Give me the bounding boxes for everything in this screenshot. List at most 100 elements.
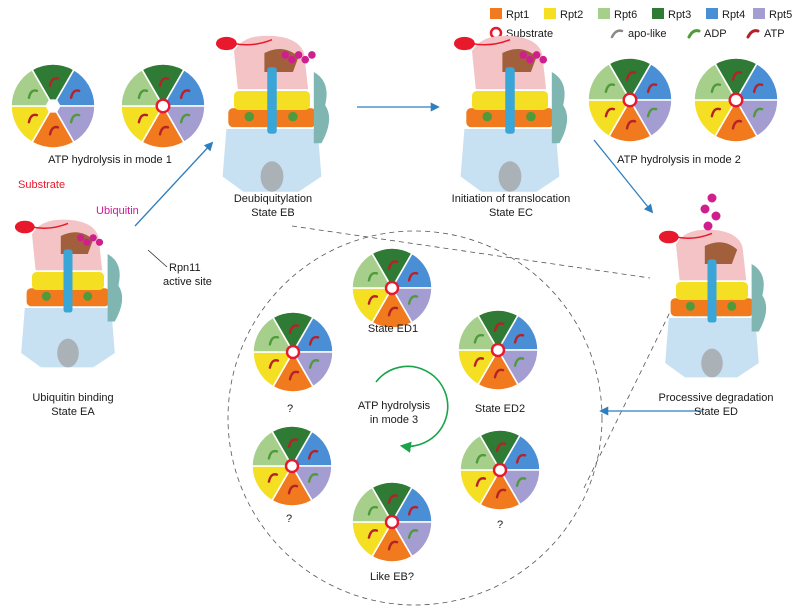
complex-state-ec: [453, 35, 568, 192]
atp-icon: [137, 113, 149, 124]
rpn-subunit: [313, 72, 330, 144]
legend-swatch-rpt1: [490, 8, 502, 19]
ring-like-eb: [351, 481, 433, 563]
label-ea-state: State EA: [51, 406, 95, 418]
substrate-blob: [658, 230, 679, 244]
atp-icon: [387, 306, 399, 317]
label-question-left-top: ?: [287, 403, 293, 415]
zoom-connector-top: [291, 225, 651, 279]
adp-icon: [604, 83, 616, 94]
process-arrows: [134, 102, 702, 416]
adp-icon: [407, 529, 419, 539]
substrate-ring-icon: [155, 98, 171, 114]
atp-icon: [288, 370, 300, 381]
legend-label-apo: apo-like: [628, 28, 667, 40]
label-state-ed1: State ED1: [368, 323, 418, 335]
atp-icon: [387, 540, 399, 551]
adp-icon: [367, 271, 379, 282]
ubiquitin-bead: [301, 55, 310, 64]
ubiquitin-bead: [707, 193, 717, 203]
ubiquitin-bead: [89, 234, 97, 242]
adp-icon: [308, 359, 320, 369]
ubiquitin-bead: [703, 221, 713, 231]
atp-icon: [367, 529, 379, 539]
legend-swatch-rpt6: [598, 8, 610, 19]
atp-icon: [308, 335, 320, 346]
adp-icon: [69, 113, 81, 124]
substrate-chain: [31, 222, 69, 229]
adp-icon: [267, 449, 279, 460]
ubiquitin-bead: [83, 238, 91, 246]
substrate-blob: [215, 36, 237, 51]
central-channel: [707, 259, 717, 323]
core-particle: [665, 318, 759, 378]
subunit-rpt6: [351, 486, 390, 523]
arrow-ec-to-ed: [593, 139, 654, 214]
core-particle: [21, 308, 115, 368]
atp-icon: [387, 494, 399, 504]
mode3-cycle-circle: [227, 230, 603, 606]
arrow-ea-to-eb: [134, 141, 214, 227]
atp-icon: [69, 89, 81, 100]
legend-swatch-rpt5: [753, 8, 765, 19]
nucleotide-marker: [244, 111, 254, 122]
ring-mode2-a: [587, 57, 673, 143]
core-particle: [222, 129, 322, 192]
rpn-subunit: [551, 72, 568, 144]
atp-icon: [307, 449, 319, 460]
substrate-ring-icon: [284, 458, 300, 474]
adp-icon: [710, 83, 722, 94]
legend-label-rpt6: Rpt6: [614, 9, 637, 21]
nucleotide-marker: [526, 111, 536, 122]
complex-state-eb: [215, 35, 330, 192]
substrate-chain: [233, 39, 273, 46]
adp-icon: [515, 477, 527, 487]
adp-icon: [646, 107, 658, 118]
atp-icon: [513, 333, 525, 344]
ring-question-left-bottom: [251, 425, 333, 507]
atp-icon: [493, 368, 505, 379]
rpn11-domain: [502, 49, 537, 72]
ubiquitin-bead: [519, 51, 528, 59]
adp-icon: [307, 473, 319, 483]
rpn-subunit: [107, 254, 123, 322]
atp-icon: [267, 473, 279, 483]
ubiquitin-bead: [711, 211, 721, 221]
atp-icon: [48, 77, 60, 87]
legend-swatch-rpt2: [544, 8, 556, 19]
legend-label-rpt4: Rpt4: [722, 9, 745, 21]
legend-label-atp: ATP: [764, 28, 785, 40]
atp-icon: [27, 113, 39, 124]
legend-swatch-rpt4: [706, 8, 718, 19]
label-eb-title: Deubiquitylation: [234, 193, 312, 205]
atp-icon: [407, 271, 419, 282]
legend-label-rpt2: Rpt2: [560, 9, 583, 21]
ubiquitin-bead: [526, 55, 534, 64]
nucleotide-marker: [685, 301, 695, 311]
rpn11-domain: [704, 242, 738, 264]
proteasome-complexes: [14, 35, 767, 378]
central-channel: [63, 249, 73, 313]
atp-icon: [367, 295, 379, 305]
ubiquitin-bead: [281, 51, 290, 59]
label-state-ed2: State ED2: [475, 403, 525, 415]
atp-icon: [604, 107, 616, 118]
label-ed-title: Processive degradation: [659, 392, 774, 404]
central-pore: [47, 100, 59, 112]
legend: Rpt1 Rpt2 Rpt6 Rpt3 Rpt4 Rpt5 Substrate …: [489, 8, 792, 40]
label-mode3-line1: ATP hydrolysis: [358, 400, 431, 412]
ring-mode1-b: [120, 63, 206, 149]
label-ed-state: State ED: [694, 406, 738, 418]
label-mode1: ATP hydrolysis in mode 1: [48, 154, 172, 166]
atp-icon: [387, 260, 399, 270]
adp-icon: [179, 113, 191, 124]
legend-label-rpt1: Rpt1: [506, 9, 529, 21]
label-ec-state: State EC: [489, 207, 533, 219]
adp-icon: [687, 29, 701, 39]
subunit-rpt6: [693, 62, 734, 101]
subunit-rpt6: [457, 314, 496, 351]
label-question-right: ?: [497, 519, 503, 531]
atp-icon: [48, 125, 60, 136]
rpn11-domain: [60, 232, 94, 254]
ubiquitin-bead: [288, 55, 296, 64]
